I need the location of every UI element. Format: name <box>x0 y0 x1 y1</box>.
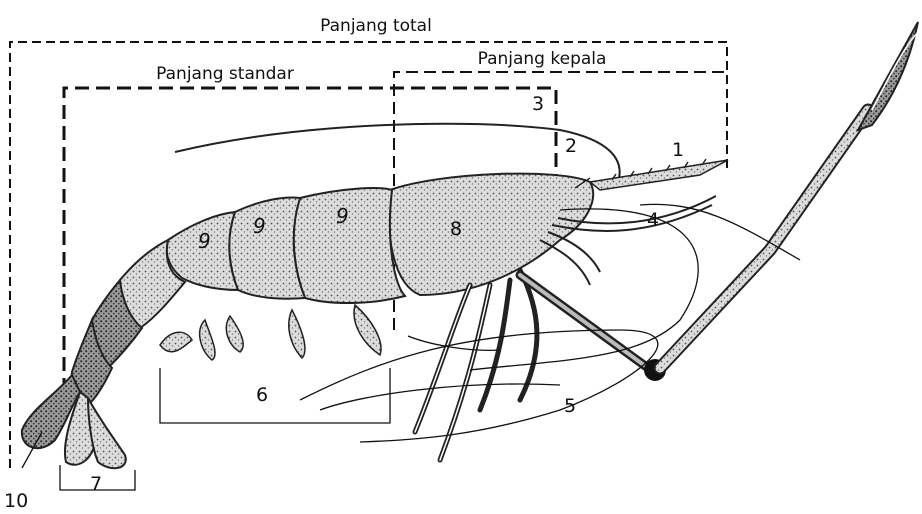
segment-mark-1: 9 <box>198 229 211 253</box>
antenna <box>175 124 620 182</box>
callout-5: 5 <box>564 395 576 417</box>
abdomen-segment-2 <box>229 198 305 299</box>
callout-3: 3 <box>532 93 544 115</box>
callout-2: 2 <box>565 135 577 157</box>
callout-1: 1 <box>672 139 684 161</box>
callout-4: 4 <box>647 209 659 231</box>
standard-length-label: Panjang standar <box>156 64 294 84</box>
tail-fan <box>22 375 126 468</box>
segment-mark-2: 9 <box>253 214 266 238</box>
head-length-label: Panjang kepala <box>478 49 607 69</box>
callout-8: 8 <box>450 218 462 240</box>
callout-7: 7 <box>90 473 102 495</box>
carapace <box>389 174 593 295</box>
callout-6: 6 <box>256 384 268 406</box>
pleopods <box>160 305 381 360</box>
rostrum <box>590 160 728 190</box>
total-length-label: Panjang total <box>320 16 432 36</box>
callout-10: 10 <box>4 490 28 509</box>
